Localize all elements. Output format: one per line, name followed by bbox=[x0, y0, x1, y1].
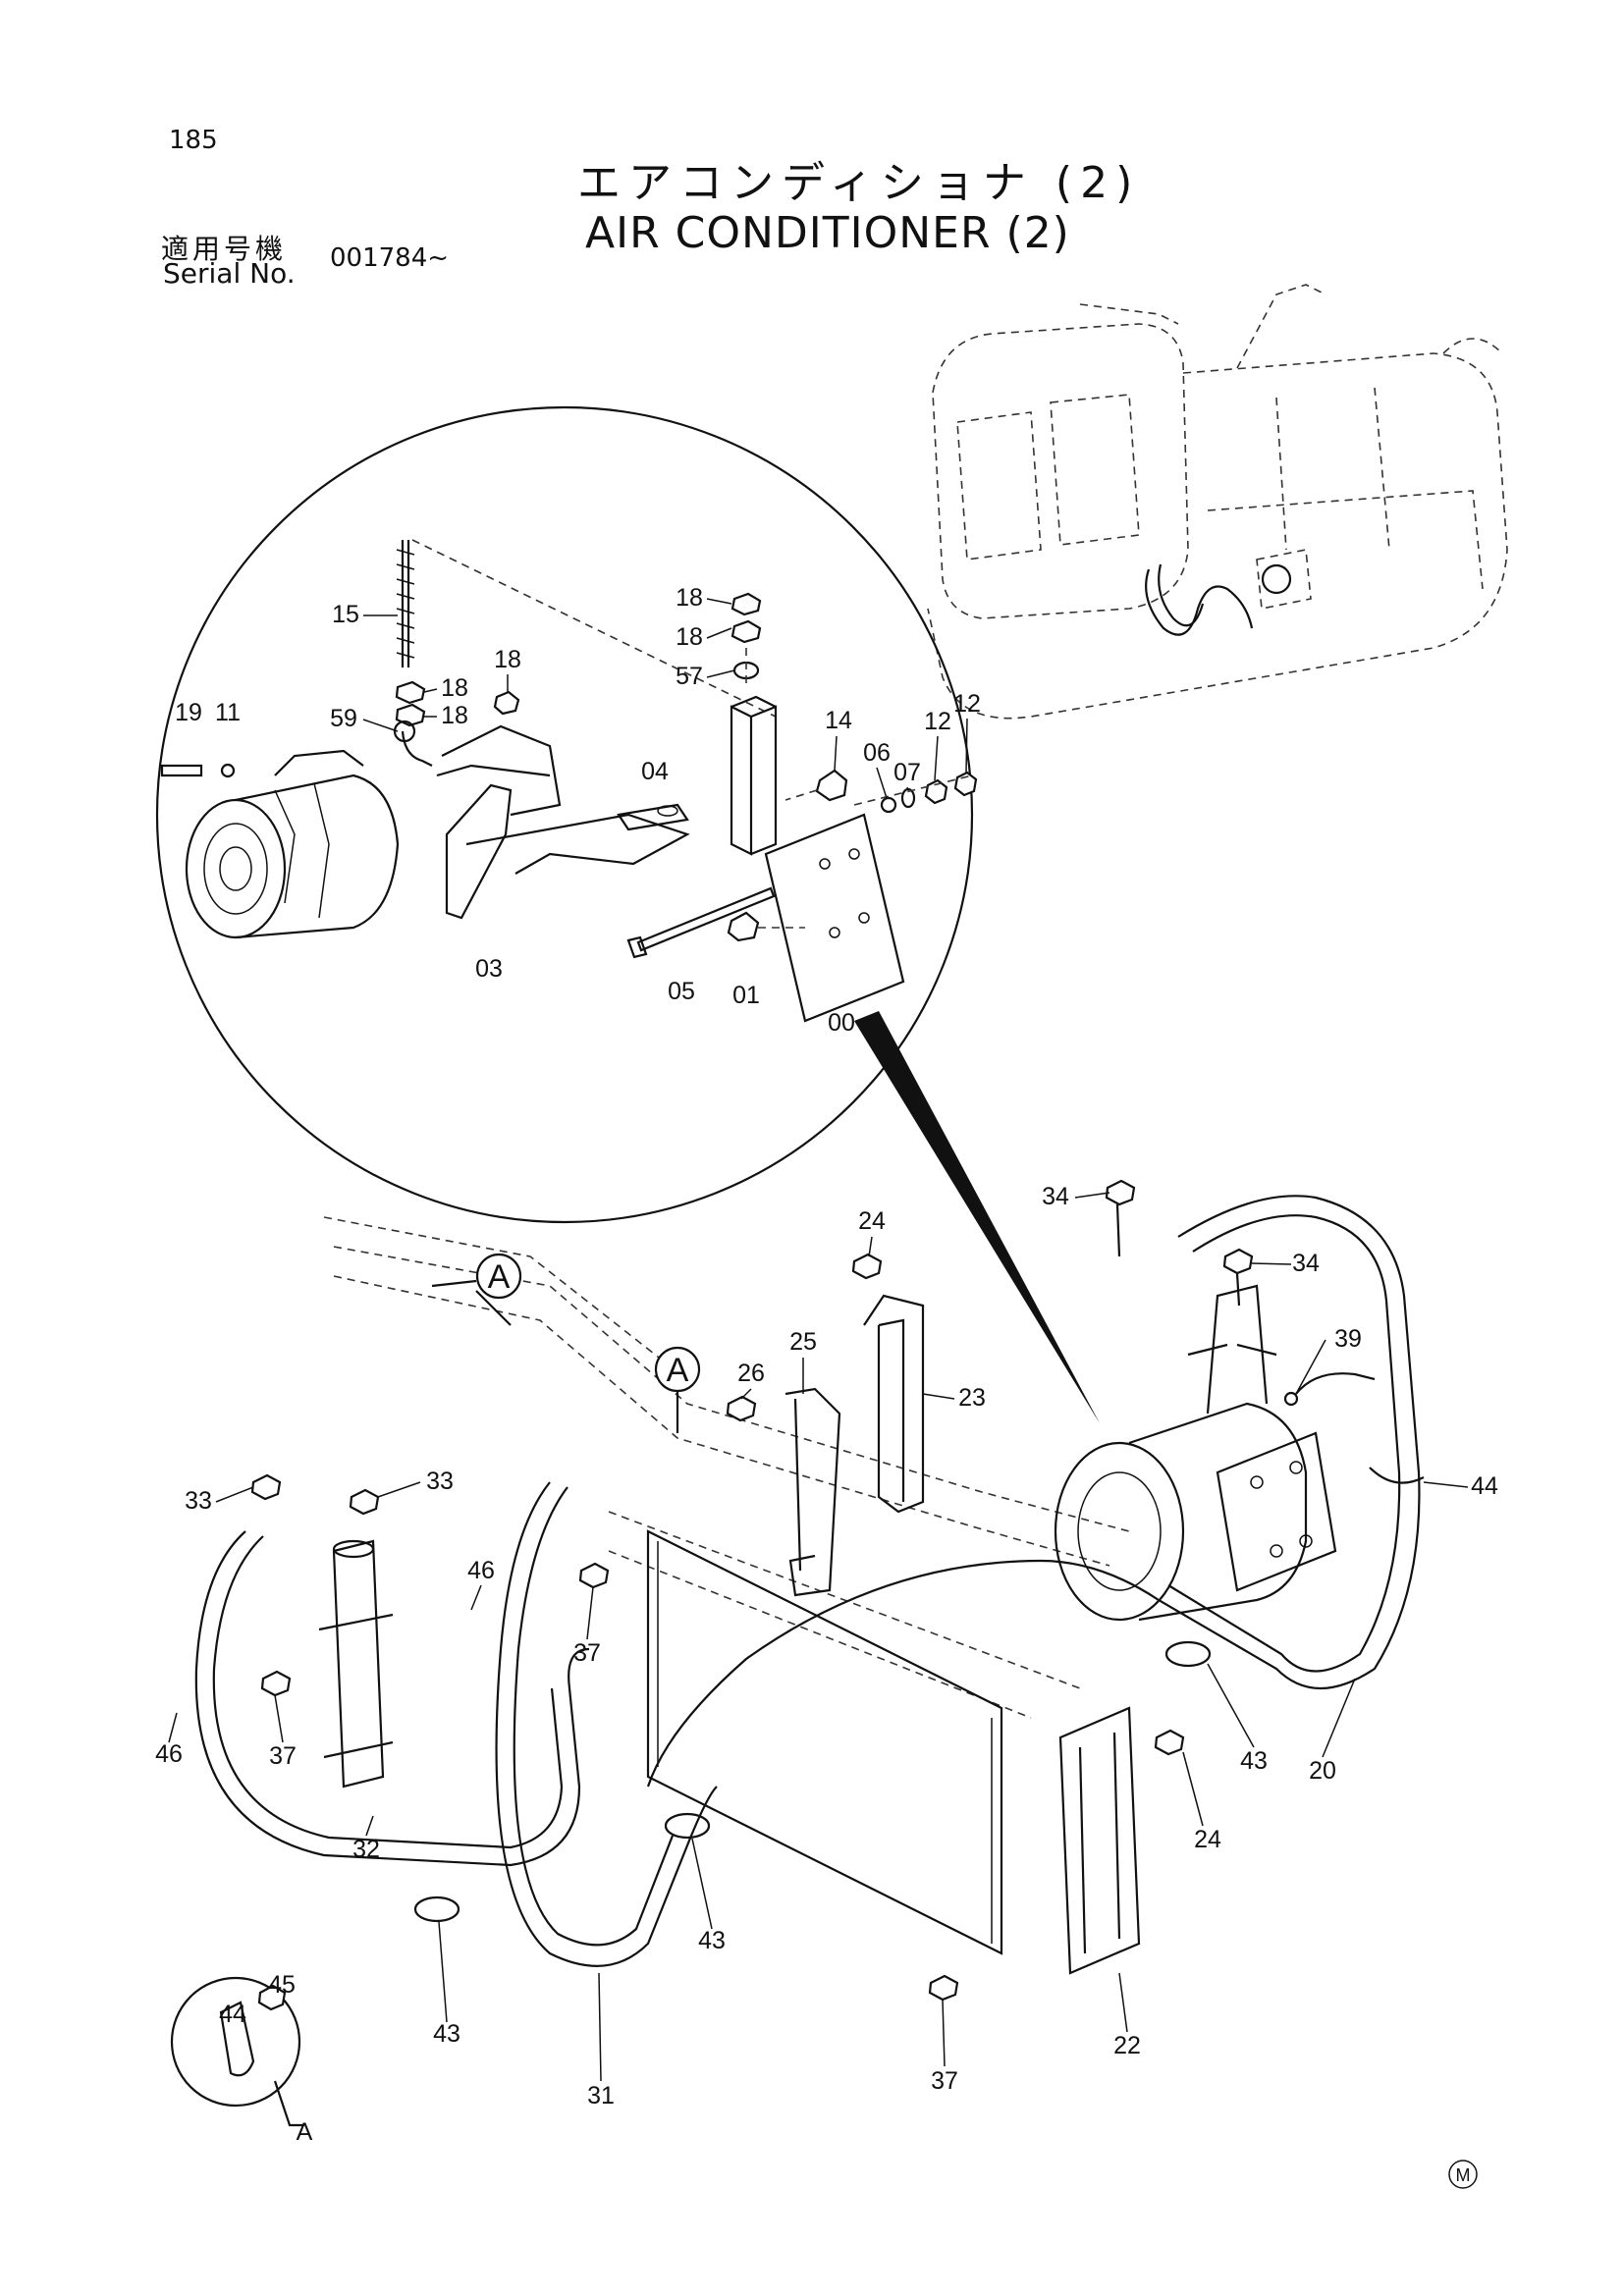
excavator-overview-illustration bbox=[927, 284, 1508, 720]
manufacturer-mark: M bbox=[1448, 2160, 1478, 2189]
detail-pointer-wedge bbox=[854, 1011, 1100, 1423]
part-callout-12: 12 bbox=[953, 690, 981, 718]
part-callout-45: 45 bbox=[268, 1971, 296, 1999]
part-callout-44: 44 bbox=[1471, 1472, 1498, 1500]
title-japanese: エアコンディショナ (2) bbox=[577, 158, 1141, 208]
part-callout-00: 00 bbox=[828, 1009, 855, 1037]
serial-label-japanese: 適用号機 bbox=[161, 233, 288, 265]
part-callout-33: 33 bbox=[185, 1487, 212, 1515]
part-callout-14: 14 bbox=[825, 707, 852, 734]
detail-marker-a-label: A bbox=[488, 1258, 511, 1296]
part-callout-24: 24 bbox=[858, 1207, 886, 1235]
part-callout-37: 37 bbox=[269, 1742, 297, 1770]
part-callout-18: 18 bbox=[676, 623, 703, 651]
serial-number-value: 001784~ bbox=[330, 243, 450, 273]
part-callout-05: 05 bbox=[668, 978, 695, 1005]
page-number: 185 bbox=[169, 126, 218, 155]
part-callout-01: 01 bbox=[732, 982, 760, 1009]
part-callout-57: 57 bbox=[676, 663, 703, 690]
part-callout-39: 39 bbox=[1334, 1325, 1362, 1353]
part-callout-19: 19 bbox=[175, 699, 202, 726]
part-callout-44: 44 bbox=[219, 2001, 246, 2028]
part-callout-18: 18 bbox=[494, 646, 521, 673]
part-callout-32: 32 bbox=[352, 1836, 380, 1863]
detail-view-a-label: A bbox=[297, 2118, 313, 2146]
part-callouts: 15 18 18 57 18 18 18 19 11 59 14 06 07 1… bbox=[155, 584, 1498, 2109]
part-callout-15: 15 bbox=[332, 601, 359, 628]
part-callout-12: 12 bbox=[924, 708, 951, 735]
main-assembly-illustration bbox=[170, 1179, 1425, 2127]
part-callout-04: 04 bbox=[641, 758, 669, 785]
part-callout-11: 11 bbox=[215, 699, 241, 726]
part-callout-43: 43 bbox=[433, 2020, 460, 2048]
part-callout-59: 59 bbox=[330, 705, 357, 732]
part-callout-43: 43 bbox=[1240, 1747, 1268, 1775]
manufacturer-mark-label: M bbox=[1456, 2165, 1471, 2185]
part-callout-33: 33 bbox=[426, 1468, 454, 1495]
part-callout-06: 06 bbox=[863, 739, 891, 767]
detail-marker-a-2: A bbox=[654, 1346, 701, 1393]
detail-marker-a-1: A bbox=[475, 1253, 522, 1300]
part-callout-18: 18 bbox=[441, 702, 468, 729]
part-callout-20: 20 bbox=[1309, 1757, 1336, 1785]
part-callout-18: 18 bbox=[676, 584, 703, 612]
part-callout-22: 22 bbox=[1113, 2032, 1141, 2059]
part-callout-18: 18 bbox=[441, 674, 468, 702]
part-callout-25: 25 bbox=[789, 1328, 817, 1356]
part-callout-34: 34 bbox=[1042, 1183, 1069, 1210]
part-callout-26: 26 bbox=[737, 1360, 765, 1387]
title-english: AIR CONDITIONER (2) bbox=[585, 208, 1070, 258]
part-callout-24: 24 bbox=[1194, 1826, 1221, 1853]
part-callout-37: 37 bbox=[931, 2067, 958, 2095]
callout-leader-lines bbox=[168, 598, 1469, 2082]
part-callout-03: 03 bbox=[475, 955, 503, 983]
detail-marker-a-label: A bbox=[667, 1352, 689, 1389]
part-callout-23: 23 bbox=[958, 1384, 986, 1412]
part-callout-34: 34 bbox=[1292, 1250, 1320, 1277]
part-callout-46: 46 bbox=[155, 1740, 183, 1768]
part-callout-31: 31 bbox=[587, 2082, 615, 2109]
part-callout-43: 43 bbox=[698, 1927, 726, 1954]
magnified-detail-circle bbox=[155, 405, 978, 1224]
part-callout-37: 37 bbox=[573, 1639, 601, 1667]
serial-label-english: Serial No. bbox=[163, 257, 296, 290]
part-callout-46: 46 bbox=[467, 1557, 495, 1584]
part-callout-07: 07 bbox=[893, 759, 921, 786]
